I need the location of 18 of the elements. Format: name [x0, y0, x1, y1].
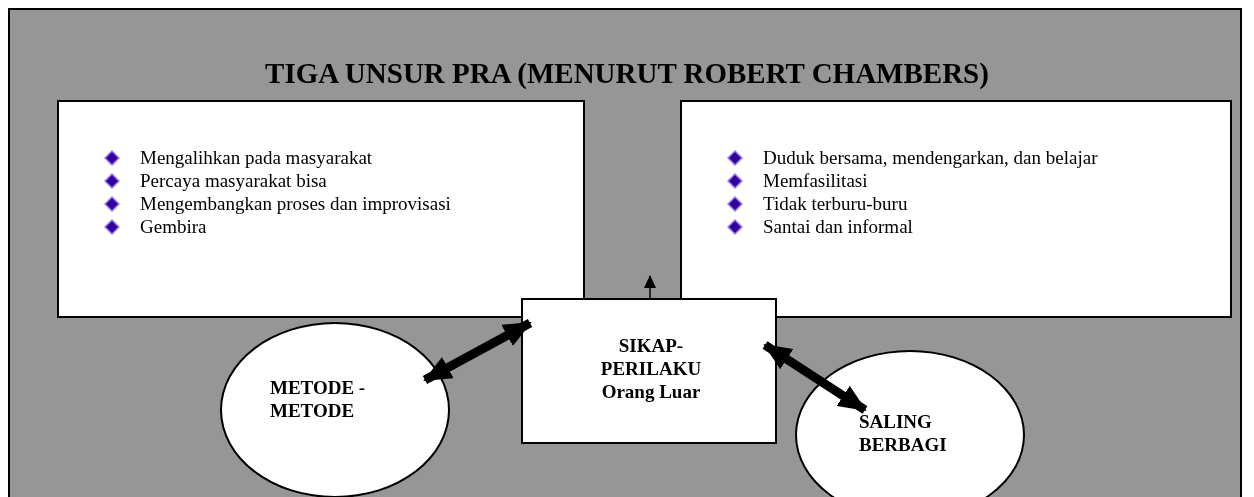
process-box — [521, 298, 777, 444]
node-label: SALING BERBAGI — [859, 410, 948, 456]
bullet-text: Mengalihkan pada masyarakat — [140, 146, 373, 169]
bullet-text: Memfasilitasi — [763, 169, 868, 192]
node-label: SIKAP- PERILAKU Orang Luar — [599, 334, 703, 403]
diagram-title: TIGA UNSUR PRA (MENURUT ROBERT CHAMBERS) — [264, 57, 990, 90]
list-box — [57, 100, 585, 318]
arrow — [762, 341, 868, 414]
bullet-text: Santai dan informal — [763, 215, 913, 238]
list-box — [680, 100, 1232, 318]
arrow — [644, 275, 656, 299]
node-label: METODE - METODE — [270, 376, 367, 422]
bullet-text: Duduk bersama, mendengarkan, dan belajar — [763, 146, 1098, 169]
bullet-text: Tidak terburu-buru — [763, 192, 908, 215]
bullet-text: Mengembangkan proses dan improvisasi — [140, 192, 451, 215]
arrow — [422, 319, 533, 384]
bullet-text: Gembira — [140, 215, 207, 238]
bullet-text: Percaya masyarakat bisa — [140, 169, 327, 192]
